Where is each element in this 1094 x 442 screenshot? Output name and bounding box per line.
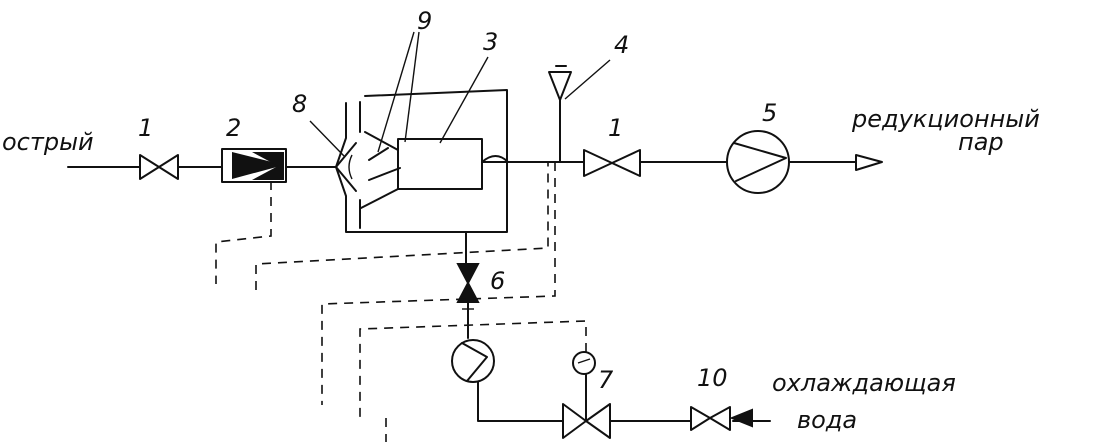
- number-1-outlet: 1: [608, 114, 623, 142]
- leader-lines: [309, 31, 611, 157]
- inlet-steam-label: острый: [2, 128, 94, 156]
- water-control-valve-icon: [562, 351, 611, 439]
- safety-valve-icon: [548, 65, 572, 163]
- water-pump-icon: [451, 339, 495, 383]
- outlet-steam-label-line2: пар: [958, 128, 1004, 156]
- number-7: 7: [598, 366, 614, 394]
- outlet-steam-label-line1: редукционный: [851, 105, 1040, 133]
- number-6: 6: [490, 267, 505, 295]
- number-5: 5: [762, 99, 777, 127]
- filter-icon: [221, 148, 287, 183]
- reducing-cooling-chamber: [335, 89, 509, 264]
- number-9: 9: [417, 7, 432, 35]
- impulse-lines: [215, 162, 587, 442]
- number-3: 3: [483, 28, 498, 56]
- number-10: 10: [697, 364, 728, 392]
- outlet-valve-icon: [583, 149, 641, 177]
- number-1-inlet: 1: [138, 114, 153, 142]
- water-inlet-valve-icon: [690, 406, 753, 431]
- number-2: 2: [226, 114, 241, 142]
- cooling-water-label-line2: вода: [797, 406, 857, 434]
- inlet-valve-icon: [139, 154, 179, 180]
- number-8: 8: [292, 90, 307, 118]
- main-steam-line: [67, 161, 857, 168]
- steam-flowmeter-icon: [726, 130, 790, 194]
- control-valve-icon: [456, 263, 480, 339]
- cooling-water-label-line1: охлаждающая: [772, 369, 956, 397]
- number-4: 4: [614, 31, 629, 59]
- outlet-arrow-icon: [855, 154, 883, 171]
